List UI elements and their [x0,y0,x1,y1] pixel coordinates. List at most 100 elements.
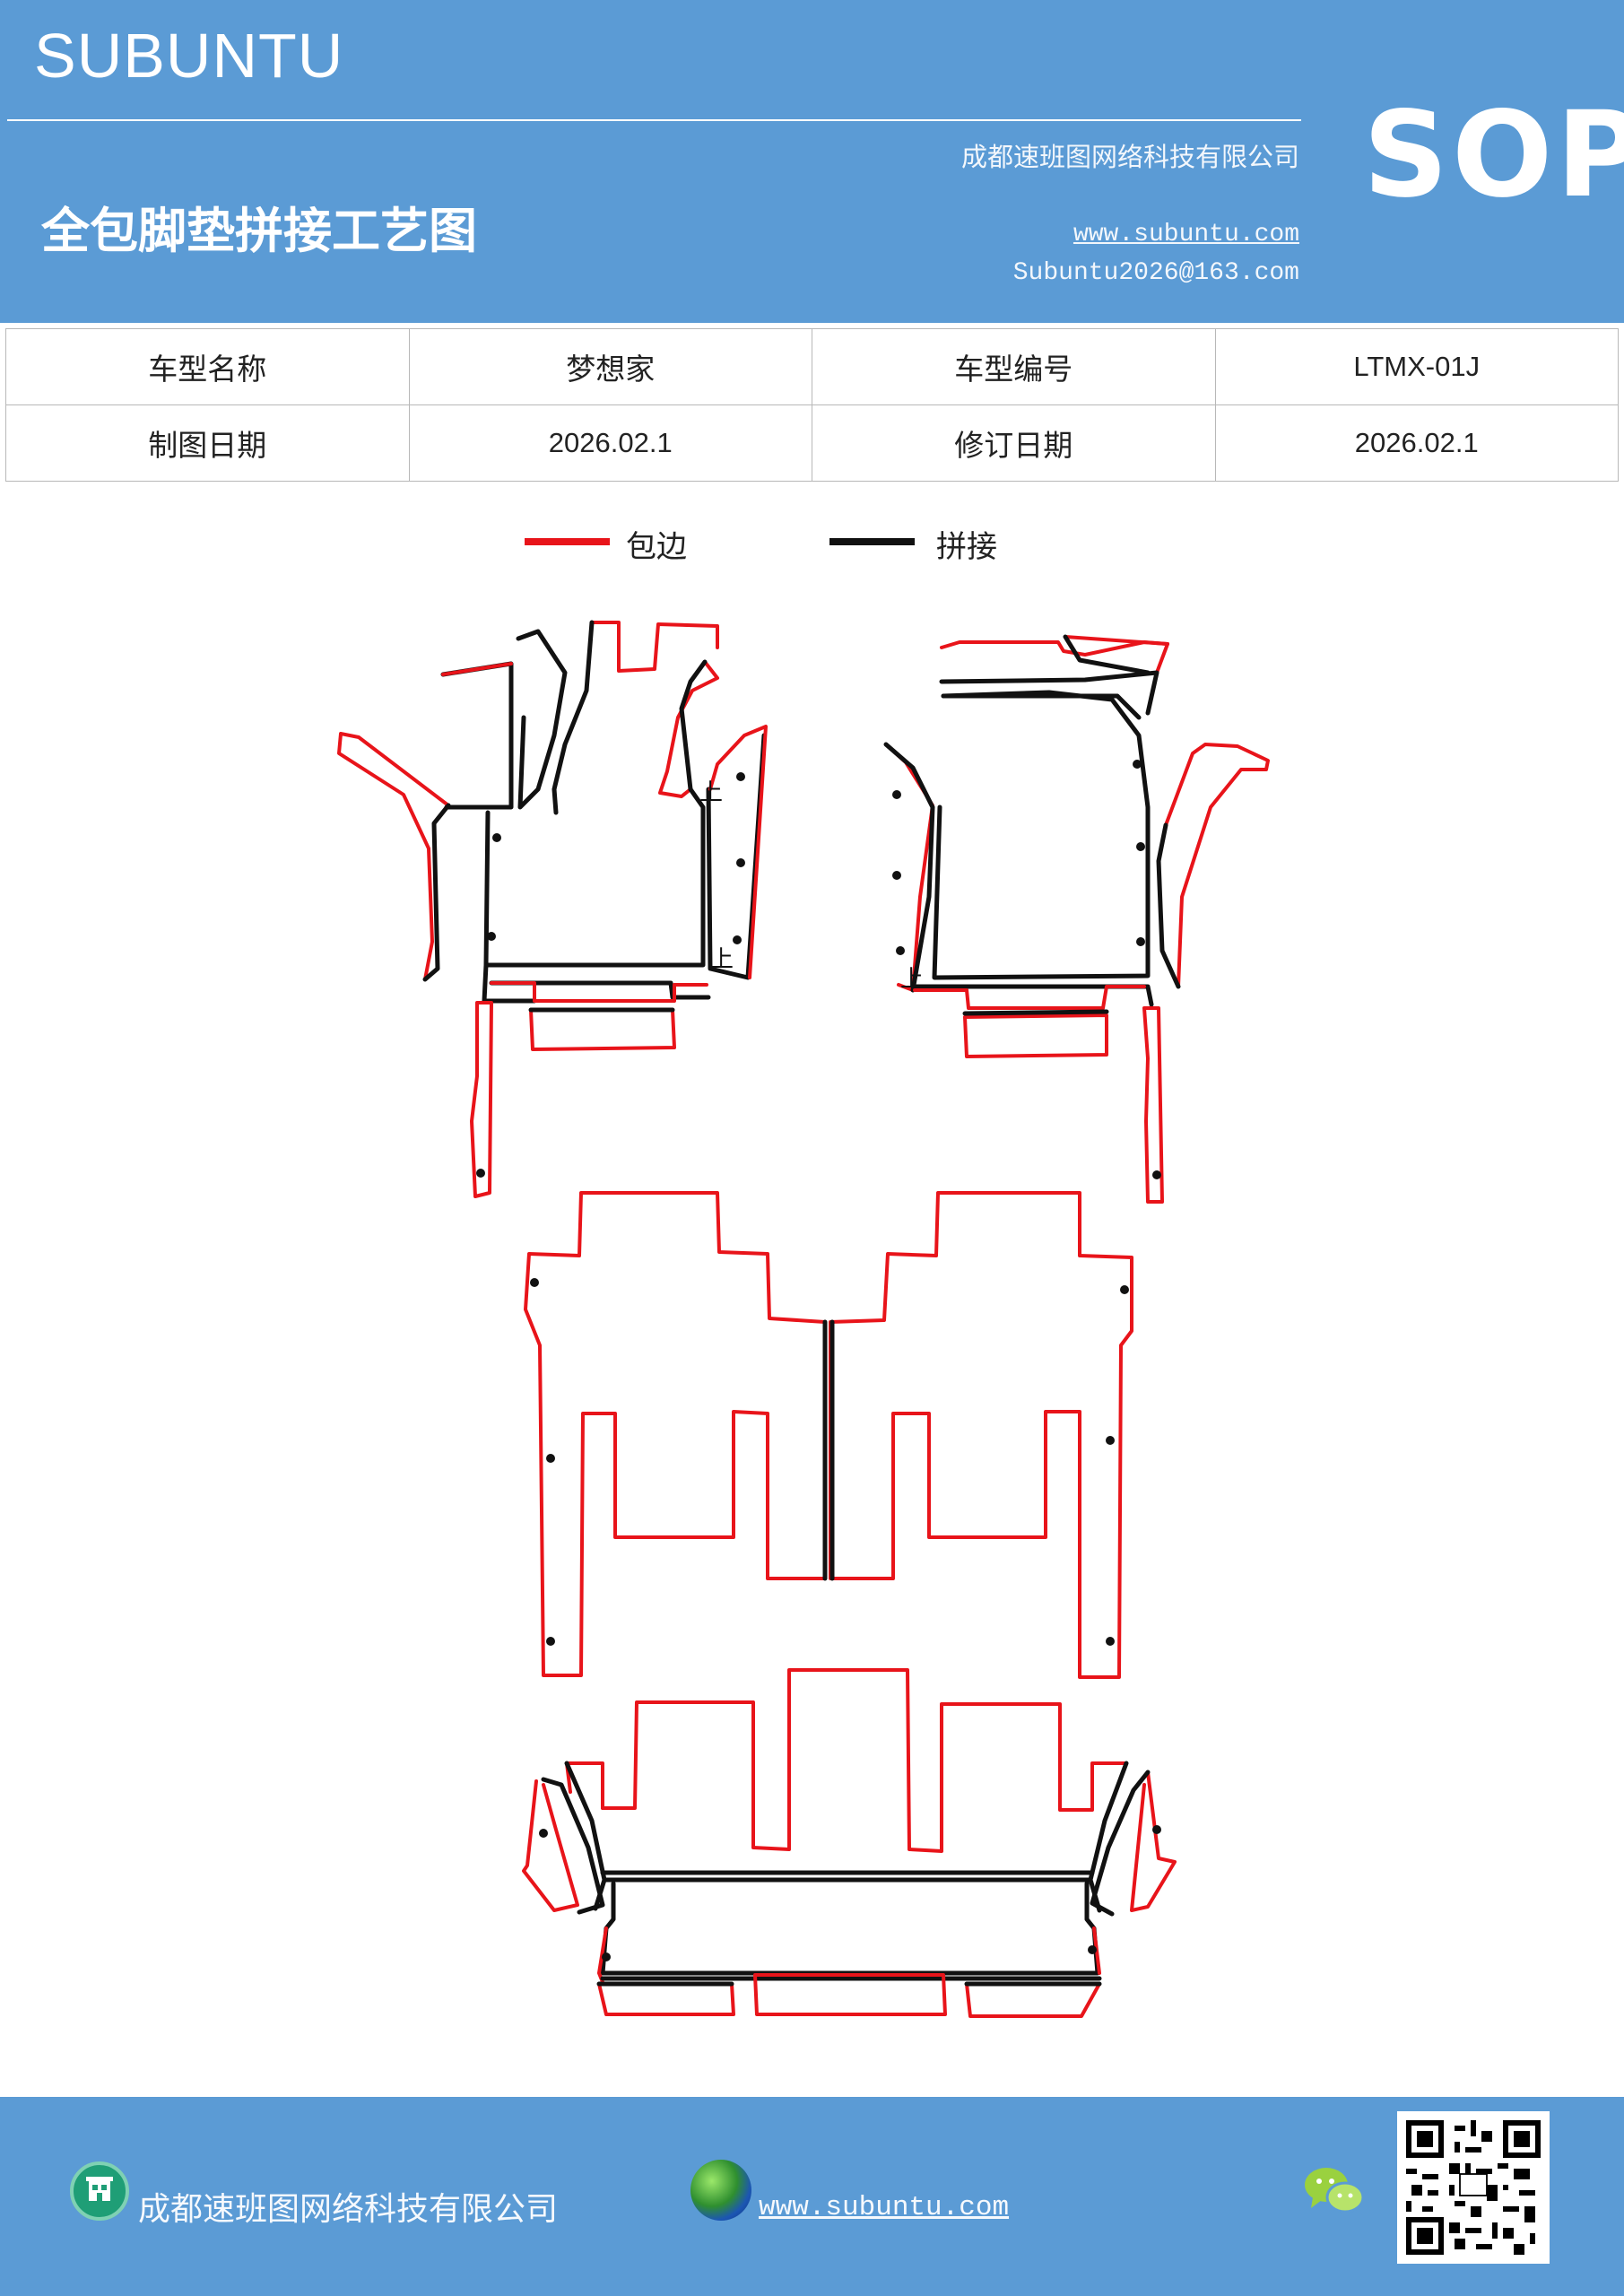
mount-hole [733,935,742,944]
driver-pedal-strip-edge [441,662,513,676]
pass-step-pad [963,1013,1108,1058]
mount-hole [1136,937,1145,946]
rear-right-inner [1088,1761,1129,1913]
mount-hole [602,1952,611,1961]
rear-seat-cutouts [601,1668,1128,1853]
qr-code-pattern [1406,2120,1541,2255]
driver-center-seam [679,659,708,792]
pass-step-seam [962,1009,1109,1016]
mount-hole [1152,1170,1161,1179]
mount-hole [1106,1637,1115,1646]
mount-hole [736,858,745,867]
legend-seam-label: 拼接 [936,529,997,565]
up-direction-marker: 上 [900,966,924,993]
pass-sill-red [913,985,1146,1010]
pass-door-sill [1142,1006,1164,1204]
pass-right-wing-red [1164,743,1270,988]
driver-pedal-strip [440,661,514,810]
mount-hole [896,946,905,955]
footer-company-name: 成都速班图网络科技有限公司 [138,2191,559,2228]
model-name-value: 梦想家 [408,328,812,405]
mount-hole [736,772,745,781]
pass-main-seam [941,693,1142,720]
driver-sill-edge [489,980,711,1000]
building-icon [70,2161,129,2221]
model-code-value: LTMX-01J [1214,328,1619,405]
driver-side-wing-seam [422,803,451,982]
mount-hole [1120,1285,1129,1294]
drawing-date-label: 制图日期 [5,404,410,482]
vehicle-info-table: 车型名称 梦想家 车型编号 LTMX-01J 制图日期 2026.02.1 修订… [5,328,1619,482]
pass-left-strip-seam [883,742,935,993]
driver-step-pad [529,1008,676,1051]
driver-top-seam [551,620,595,815]
sop-badge: SOP [1363,86,1624,224]
driver-right-strip-edge [708,725,768,979]
rear-pad-2 [753,1973,947,2016]
rear-right-wing [1130,1770,1177,1912]
pass-wedge-seam [1063,634,1151,675]
legend: 包边 拼接 [0,520,1624,574]
revision-date-label: 修订日期 [812,404,1216,482]
model-name-label: 车型名称 [5,328,410,405]
mount-hole [892,790,901,799]
rear-lower-red-r [1092,1926,1101,1975]
rear-lower-pan [600,1881,1100,1976]
rear-left-wing [522,1779,579,1912]
brand-name: SUBUNTU [34,21,344,91]
pass-sill [912,984,1154,1007]
rear-left-flap-red [565,1761,604,1810]
wechat-icon[interactable] [1302,2163,1365,2217]
up-direction-marker: 上 [699,779,723,806]
driver-top-edge [590,621,719,673]
footer-banner: 成都速班图网络科技有限公司 www.subuntu.com [0,2097,1624,2296]
header-divider [7,119,1301,121]
rear-pad-1 [597,1982,735,2016]
model-code-label: 车型编号 [812,328,1216,405]
document-title: 全包脚垫拼接工艺图 [41,202,477,259]
website-link[interactable]: www.subuntu.com [1073,221,1299,248]
header-banner: SUBUNTU 成都速班图网络科技有限公司 全包脚垫拼接工艺图 www.subu… [0,0,1624,323]
pass-right-wing-seam [1156,822,1181,989]
driver-side-wing [337,732,450,981]
rear-left-inner [564,1761,607,1911]
mount-hole [1106,1436,1115,1445]
mount-hole [546,1454,555,1463]
driver-tunnel-piece [516,629,568,810]
pass-top-seam [939,670,1159,716]
pass-wedge-red [1064,635,1169,646]
up-direction-marker: 上 [710,946,734,973]
email-address: Subuntu2026@163.com [1012,259,1299,287]
driver-door-sill [470,1001,493,1198]
table-row: 车型名称 梦想家 车型编号 LTMX-01J [5,328,1619,405]
mount-hole [492,833,501,842]
rear-pad-3 [965,1982,1101,2018]
globe-icon [690,2160,751,2221]
mount-hole [1152,1825,1161,1834]
legend-edge-swatch [525,538,610,545]
legend-seam-swatch [829,538,915,545]
mount-hole [530,1278,539,1287]
driver-sill-red [490,981,708,1003]
mid-right-pad [829,1191,1133,1679]
footer-website-link[interactable]: www.subuntu.com [759,2192,1010,2223]
mount-hole [539,1829,548,1838]
table-row: 制图日期 2026.02.1 修订日期 2026.02.1 [5,404,1619,482]
mount-hole [892,871,901,880]
mount-hole [487,932,496,941]
mount-hole [1136,842,1145,851]
qr-code[interactable] [1397,2111,1550,2264]
company-name: 成都速班图网络科技有限公司 [960,142,1299,172]
driver-center-red [658,660,719,798]
drawing-date-value: 2026.02.1 [408,404,812,482]
pass-left-strip [884,743,934,992]
legend-edge-label: 包边 [626,529,687,565]
mid-left-pad [524,1191,827,1677]
mount-hole [1088,1945,1097,1954]
mount-hole [476,1169,485,1178]
pass-main-pan [932,690,1151,980]
driver-main-pan [483,787,706,968]
revision-date-value: 2026.02.1 [1214,404,1619,482]
mount-hole [546,1637,555,1646]
